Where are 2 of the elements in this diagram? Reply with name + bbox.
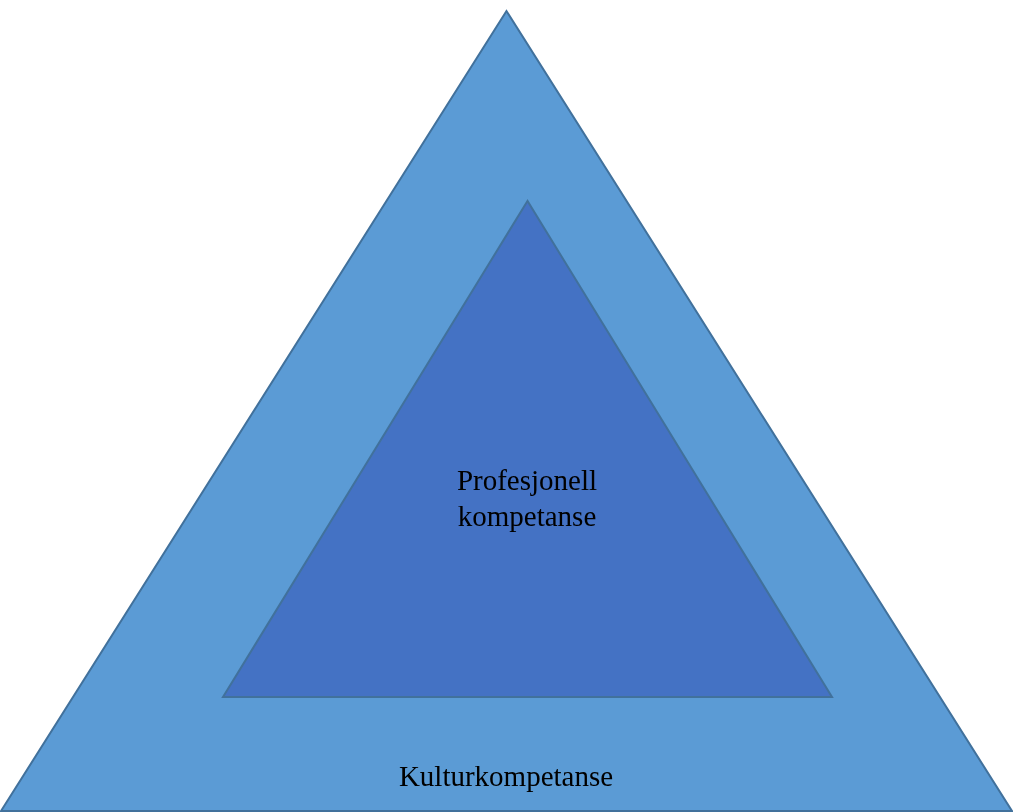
triangle-label: Profesjonell kompetanse [455,463,599,534]
triangle-label: Kulturkompetanse [397,759,615,794]
